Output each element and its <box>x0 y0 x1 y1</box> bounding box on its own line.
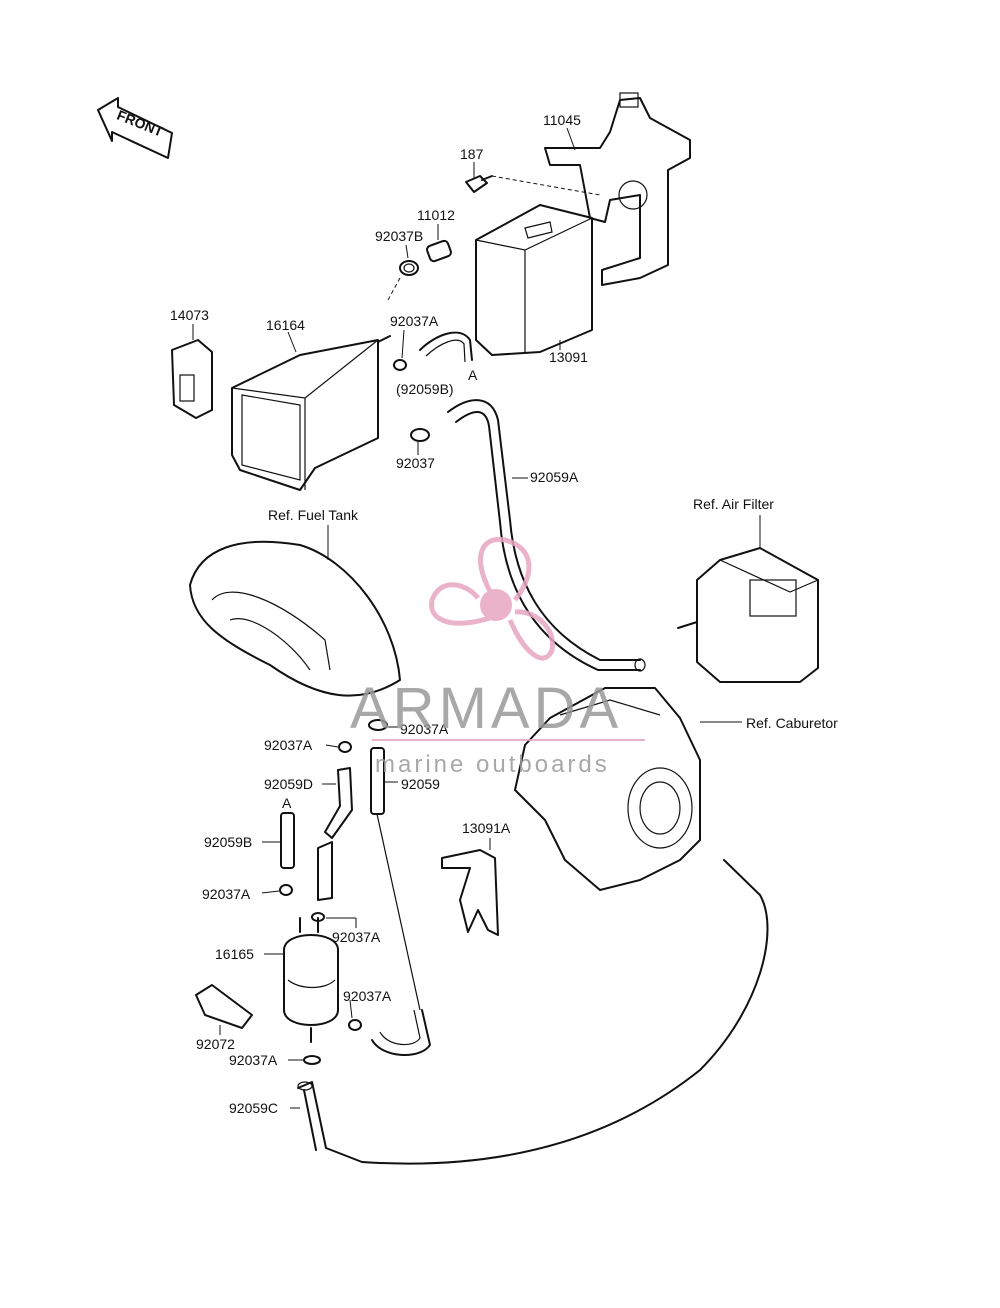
hose-short-upper <box>419 331 473 361</box>
clamp-92037 <box>410 428 430 442</box>
clamp-92037A-lower4 <box>303 1055 321 1065</box>
label-92037B: 92037B <box>375 228 423 244</box>
label-92059D: 92059D <box>264 776 313 792</box>
label-92037A-lower4: 92037A <box>229 1052 278 1068</box>
canister-13091 <box>475 204 593 356</box>
label-92072: 92072 <box>196 1036 235 1052</box>
label-92059: 92059 <box>401 776 440 792</box>
label-marker-A-left: A <box>282 795 292 811</box>
label-16164: 16164 <box>266 317 305 333</box>
clamp-92037A-left <box>338 741 352 753</box>
label-92037A-top: 92037A <box>390 313 439 329</box>
label-92037A-lower3: 92037A <box>343 988 392 1004</box>
label-ref-fuel-tank: Ref. Fuel Tank <box>268 507 359 523</box>
canister-16164 <box>231 335 391 491</box>
label-13091A: 13091A <box>462 820 511 836</box>
clamp-92037B <box>399 260 419 276</box>
label-92059C: 92059C <box>229 1100 278 1116</box>
ref-air-filter <box>677 547 819 683</box>
propeller-logo-icon <box>429 536 555 661</box>
label-92037: 92037 <box>396 455 435 471</box>
clamp-92037A-center <box>368 719 388 731</box>
watermark-brand: ARMADA <box>350 676 622 741</box>
hose-filter-link <box>371 1009 431 1057</box>
ref-fuel-tank <box>189 540 401 697</box>
label-92059B-ref: (92059B) <box>396 381 454 397</box>
label-92037A-lower2: 92037A <box>332 929 381 945</box>
label-92059B: 92059B <box>204 834 252 850</box>
hose-92059D <box>317 767 353 901</box>
label-ref-carburetor: Ref. Caburetor <box>746 715 838 731</box>
fuel-filter-16165 <box>283 917 339 1043</box>
label-92037A-lower1: 92037A <box>202 886 251 902</box>
front-arrow-icon: FRONT <box>97 97 173 159</box>
clamp-92037A-lower3 <box>348 1019 362 1031</box>
label-16165: 16165 <box>215 946 254 962</box>
label-92059A: 92059A <box>530 469 579 485</box>
armada-watermark: ARMADA marine outboards <box>350 536 645 778</box>
hose-92059 <box>370 747 421 1011</box>
front-arrow-label: FRONT <box>115 107 166 140</box>
clamp-92037A-upper <box>393 359 407 371</box>
label-11012: 11012 <box>417 207 455 223</box>
watermark-tagline: marine outboards <box>375 751 610 778</box>
hose-92059A <box>447 399 646 672</box>
sleeve-11012 <box>426 239 452 263</box>
bracket-14073 <box>171 339 213 419</box>
ref-carburetor <box>514 687 701 891</box>
label-marker-A-top: A <box>468 367 478 383</box>
label-92037A-left: 92037A <box>264 737 313 753</box>
label-11045: 11045 <box>543 112 581 128</box>
strap-92072 <box>195 984 253 1029</box>
label-13091: 13091 <box>549 349 588 365</box>
label-187: 187 <box>460 146 484 162</box>
label-ref-air-filter: Ref. Air Filter <box>693 496 774 512</box>
label-14073: 14073 <box>170 307 209 323</box>
bracket-13091A <box>441 849 499 936</box>
hose-92059B <box>280 812 295 869</box>
hose-92059C <box>297 859 769 1165</box>
bracket-11045 <box>544 92 691 286</box>
clamp-92037A-lower1 <box>279 884 293 896</box>
bolt-187 <box>465 175 601 196</box>
label-92037A-center: 92037A <box>400 721 449 737</box>
